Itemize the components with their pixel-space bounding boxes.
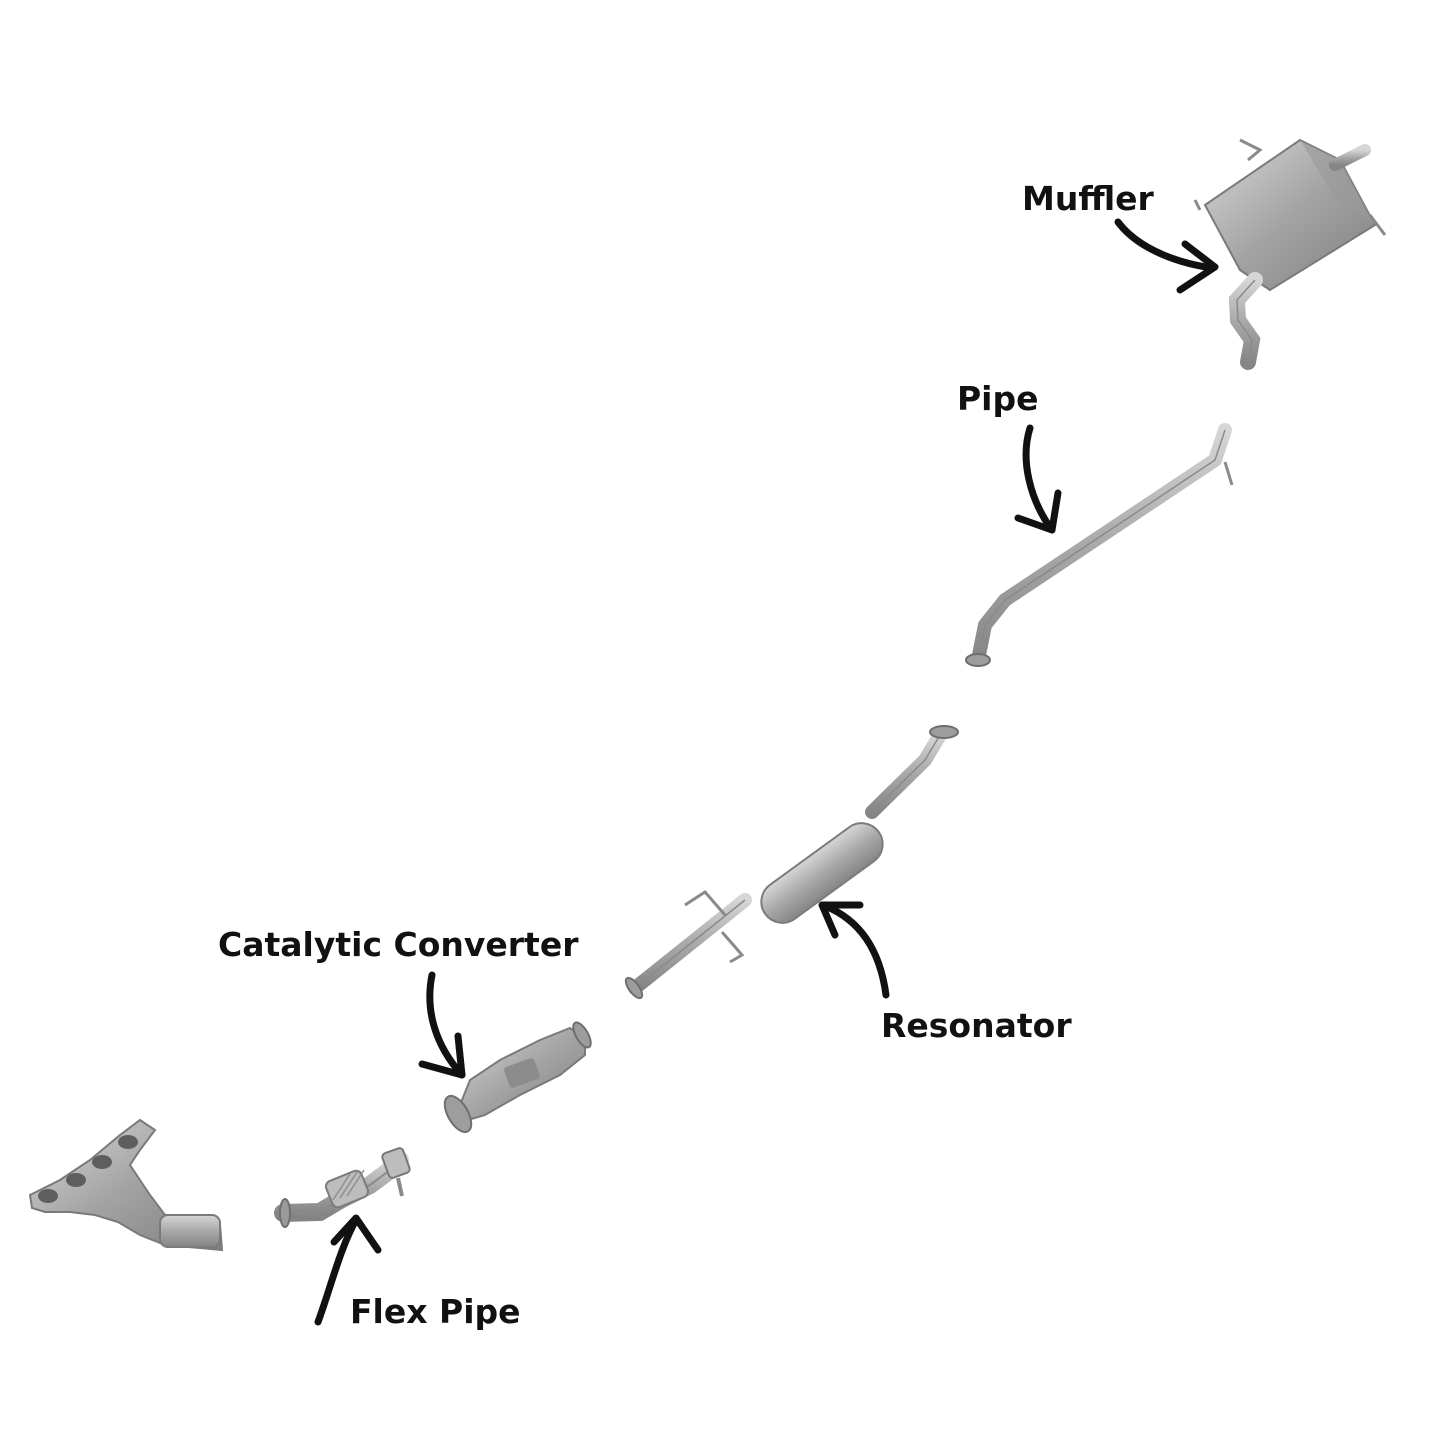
label-catalytic-converter: Catalytic Converter — [218, 928, 578, 961]
pipe-part — [966, 430, 1232, 666]
arrow-muffler-icon — [1118, 222, 1215, 290]
label-pipe: Pipe — [957, 382, 1039, 415]
arrow-pipe-icon — [1018, 428, 1058, 530]
muffler-part — [1195, 140, 1385, 362]
resonator-part — [623, 726, 958, 1001]
arrow-resonator-icon — [822, 905, 886, 995]
label-flex-pipe: Flex Pipe — [350, 1295, 521, 1328]
flex-pipe-part — [280, 1147, 411, 1227]
label-resonator: Resonator — [881, 1009, 1072, 1042]
label-muffler: Muffler — [1022, 182, 1154, 215]
arrow-catalytic-icon — [422, 975, 462, 1075]
exhaust-manifold-part — [30, 1120, 222, 1250]
